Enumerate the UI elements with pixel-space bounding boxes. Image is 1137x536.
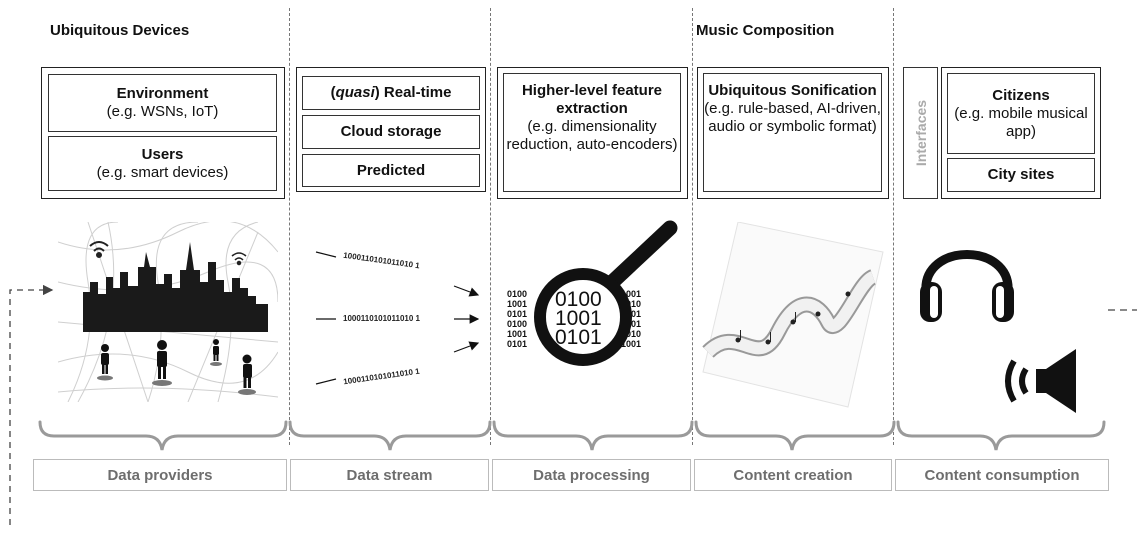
headphones-icon [920, 250, 1014, 322]
magnifier-handle [599, 220, 678, 295]
brace-content-consumption [896, 420, 1106, 451]
cloud-storage-box: Cloud storage [302, 115, 480, 149]
svg-text:0100: 0100 [507, 289, 527, 299]
feature-extraction-box: Higher-level feature extraction (e.g. di… [503, 73, 681, 192]
svg-text:0100: 0100 [507, 319, 527, 329]
label-data-processing: Data processing [492, 459, 691, 491]
data-processing-group: Higher-level feature extraction (e.g. di… [497, 67, 688, 199]
predicted-label: Predicted [356, 161, 426, 179]
predicted-box: Predicted [302, 154, 480, 187]
citizens-subtitle: (e.g. mobile musical app) [954, 104, 1088, 140]
wifi-icon [89, 241, 109, 258]
label-content-creation: Content creation [694, 459, 892, 491]
brace-data-providers [38, 420, 288, 451]
feedback-arrow [9, 284, 54, 525]
stage-braces [38, 420, 1106, 451]
sonification-subtitle: (e.g. rule-based, AI-driven, audio or sy… [704, 100, 881, 135]
interfaces-box: Interfaces [903, 67, 938, 199]
svg-text:0101: 0101 [507, 339, 527, 349]
feature-extraction-subtitle: (e.g. dimensionality reduction, auto-enc… [506, 118, 678, 153]
data-stream-group: (quasi) Real-time Cloud storage Predicte… [296, 67, 486, 192]
svg-text:0010: 0010 [621, 299, 641, 309]
data-stream-arrows [315, 251, 480, 385]
person-icon [97, 344, 113, 381]
stage-divider [893, 8, 894, 445]
person-icon [210, 339, 222, 366]
magnified-bits: 0100 1001 0101 [555, 288, 602, 349]
stream-line [315, 251, 337, 258]
music-note-icon [735, 291, 851, 345]
environment-subtitle: (e.g. WSNs, IoT) [106, 103, 219, 120]
stream-line [315, 378, 337, 385]
magnifier-lens [534, 268, 632, 366]
speaker-icon [1005, 349, 1076, 413]
svg-text:0101: 0101 [507, 309, 527, 319]
environment-title: Environment [116, 85, 209, 102]
city-sites-label: City sites [987, 166, 1055, 183]
label-data-providers: Data providers [33, 459, 287, 491]
sonification-box: Ubiquitous Sonification (e.g. rule-based… [703, 73, 882, 192]
content-consumption-group: Citizens (e.g. mobile musical app) City … [941, 67, 1101, 199]
label-data-stream: Data stream [290, 459, 489, 491]
users-box: Users (e.g. smart devices) [48, 136, 277, 191]
brace-content-creation [694, 420, 896, 451]
city-sites-box: City sites [947, 158, 1095, 192]
stage-divider [490, 8, 491, 445]
brace-data-processing [492, 420, 694, 451]
ubiquitous-devices-title: Ubiquitous Devices [50, 22, 190, 39]
users-title: Users [141, 145, 184, 163]
wifi-icon [231, 252, 247, 266]
realtime-box: (quasi) Real-time [302, 76, 480, 110]
users-subtitle: (e.g. smart devices) [96, 163, 229, 181]
svg-text:1001: 1001 [621, 339, 641, 349]
citizens-box: Citizens (e.g. mobile musical app) [947, 73, 1095, 154]
label-content-consumption: Content consumption [895, 459, 1109, 491]
city-skyline [83, 242, 268, 332]
interfaces-label: Interfaces [912, 99, 929, 167]
person-icon [238, 354, 256, 395]
realtime-label: (quasi) Real-time [330, 84, 452, 101]
svg-text:1001: 1001 [621, 289, 641, 299]
brace-data-stream [288, 420, 492, 451]
stream-arrow [453, 285, 480, 297]
binary-stream-text: 1000110101011010 1 [343, 314, 420, 323]
magnified-bit-row: 1001 [555, 307, 602, 330]
person-icon [152, 340, 172, 386]
content-creation-group: Ubiquitous Sonification (e.g. rule-based… [697, 67, 889, 199]
feedback-exit-line [1108, 309, 1137, 311]
cloud-storage-label: Cloud storage [340, 123, 442, 140]
stream-arrow [453, 341, 480, 353]
svg-text:1001: 1001 [507, 299, 527, 309]
magnified-bit-row: 0101 [555, 326, 602, 349]
svg-text:1001: 1001 [507, 329, 527, 339]
stage-divider [692, 8, 693, 445]
environment-box: Environment (e.g. WSNs, IoT) [48, 74, 277, 132]
svg-text:0010: 0010 [621, 329, 641, 339]
data-providers-group: Environment (e.g. WSNs, IoT) Users (e.g.… [41, 67, 285, 199]
music-composition-title: Music Composition [696, 22, 835, 39]
music-score-illustration [702, 222, 884, 408]
sonification-title: Ubiquitous Sonification [708, 82, 877, 99]
magnified-bit-row: 0100 [555, 288, 602, 311]
feature-extraction-title: Higher-level feature extraction [521, 82, 663, 117]
stage-divider [289, 8, 290, 445]
city-devices-illustration [58, 222, 278, 402]
citizens-title: Citizens [992, 86, 1050, 104]
